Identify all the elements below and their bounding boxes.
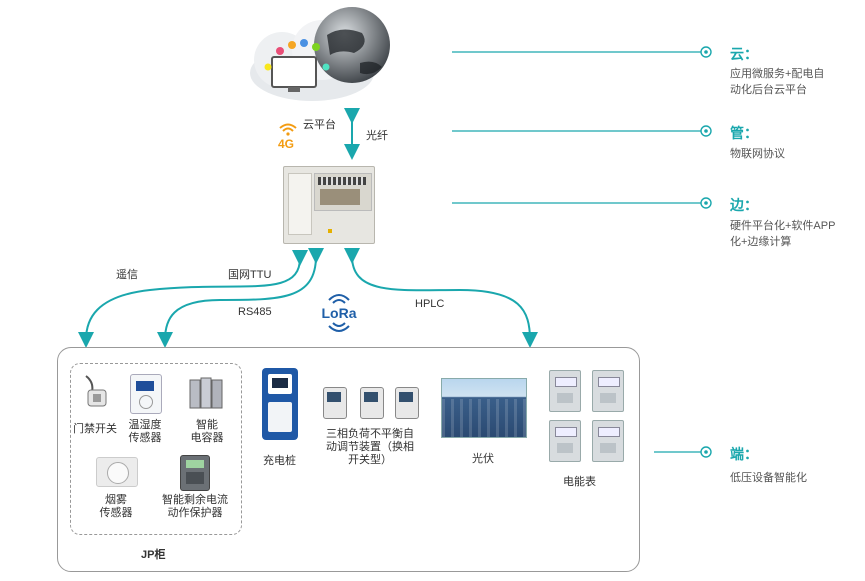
cloud-globe-icon	[250, 7, 390, 101]
label-4g: 4G	[278, 137, 295, 151]
wifi-4g-icon	[278, 122, 298, 136]
ttu-label: 国网TTU	[228, 269, 272, 281]
phase-balancer-label: 三相负荷不平衡自 动调节装置（换相 开关型）	[315, 428, 425, 467]
leader-dot-end	[700, 446, 712, 458]
rs485-label: RS485	[238, 306, 272, 318]
layer-pipe-title: 管：	[730, 125, 758, 141]
cloud-platform-label: 云平台	[303, 119, 336, 131]
fiber-label: 光纤	[366, 130, 388, 142]
layer-cloud-title: 云：	[730, 46, 758, 62]
meter-image-2	[592, 370, 624, 412]
meter-image-3	[549, 420, 581, 462]
layer-end-desc-line1: 低压设备智能化	[730, 472, 807, 484]
residual-current-protector-label: 智能剩余电流 动作保护器	[150, 494, 240, 520]
temp-humidity-sensor-image	[130, 374, 162, 414]
pv-image	[441, 378, 527, 438]
layer-pipe-desc: 物联网协议	[730, 146, 785, 162]
leader-dot-pipe	[700, 125, 712, 137]
door-switch-label: 门禁开关	[73, 423, 117, 435]
layer-cloud-desc-line1: 应用微服务+配电自	[730, 68, 825, 80]
temp-humidity-label-line1: 温湿度	[128, 419, 162, 431]
smart-capacitor-image	[188, 374, 224, 412]
layer-cloud-desc: 应用微服务+配电自 动化后台云平台	[730, 66, 824, 98]
smart-capacitor-label: 智能 电容器	[182, 419, 232, 445]
ttu-device	[283, 166, 375, 244]
temp-humidity-sensor-label: 温湿度 传感器	[120, 419, 170, 445]
phase-balancer-label-line3: 开关型）	[348, 454, 392, 466]
phase-balancer-label-line1: 三相负荷不平衡自	[326, 428, 414, 440]
smart-capacitor-label-line2: 电容器	[190, 432, 224, 444]
layer-pipe-desc-line1: 物联网协议	[730, 148, 785, 160]
layer-edge-desc-line2: 化+边缘计算	[730, 236, 792, 248]
hplc-curve	[343, 247, 538, 348]
layer-edge-desc: 硬件平台化+软件APP 化+边缘计算	[730, 218, 835, 250]
smoke-sensor-label: 烟雾 传感器	[91, 494, 141, 520]
phase-balancer-label-line2: 动调节装置（换相	[326, 441, 414, 453]
lora-logo: LoRa	[318, 290, 360, 338]
phase-balancer-image-3	[395, 387, 419, 419]
layer-cloud-desc-line2: 动化后台云平台	[730, 84, 807, 96]
smoke-sensor-label-line1: 烟雾	[105, 494, 127, 506]
meter-label: 电能表	[563, 476, 596, 488]
layer-edge-desc-line1: 硬件平台化+软件APP	[730, 220, 836, 232]
smoke-sensor-image	[96, 457, 138, 487]
rcd-label-line1: 智能剩余电流	[162, 494, 228, 506]
cloud-platform-illustration	[242, 5, 400, 105]
rs485-curve	[157, 247, 325, 348]
layer-end-title: 端：	[730, 446, 758, 462]
remote-signal-label: 遥信	[116, 269, 138, 281]
phase-balancer-image-1	[323, 387, 347, 419]
leader-dot-edge	[700, 197, 712, 209]
residual-current-protector-image	[180, 455, 210, 491]
rcd-label-line2: 动作保护器	[167, 507, 223, 519]
pv-label: 光伏	[472, 453, 494, 465]
smart-capacitor-label-line1: 智能	[196, 419, 218, 431]
leader-dot-cloud	[700, 46, 712, 58]
jp-cabinet-label: JP柜	[141, 549, 166, 561]
terminal-devices-frame	[57, 347, 640, 572]
phase-balancer-image-2	[360, 387, 384, 419]
meter-image-1	[549, 370, 581, 412]
meter-image-4	[592, 420, 624, 462]
layer-edge-title: 边：	[730, 197, 758, 213]
door-switch-image	[80, 372, 110, 412]
charging-pile-label: 充电桩	[263, 455, 296, 467]
smoke-sensor-label-line2: 传感器	[99, 507, 133, 519]
temp-humidity-label-line2: 传感器	[128, 432, 162, 444]
jp-cabinet-frame	[70, 363, 242, 535]
charging-pile-image	[262, 368, 298, 440]
lora-label: LoRa	[321, 305, 357, 321]
hplc-label: HPLC	[415, 298, 445, 310]
layer-end-desc: 低压设备智能化	[730, 470, 807, 486]
